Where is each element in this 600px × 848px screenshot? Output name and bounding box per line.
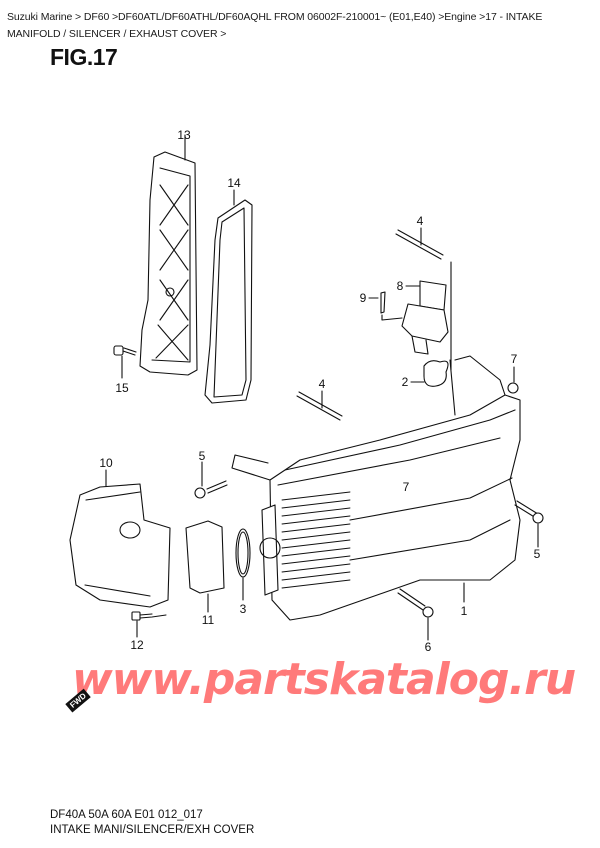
callout-13[interactable]: 13 [177,128,191,142]
callout-12[interactable]: 12 [130,638,144,652]
bolt-part-15[interactable] [113,345,137,379]
watermark: www.partskatalog.ru [72,654,576,705]
breadcrumb-item-df60[interactable]: DF60 [83,11,110,23]
callout-8[interactable]: 8 [396,279,404,293]
figure-title: FIG.17 [50,44,118,70]
bolt-part-5[interactable] [194,461,544,548]
screw-part-9[interactable] [368,291,403,321]
stud-part-4-lower[interactable] [296,390,343,421]
breadcrumb-item-model[interactable]: DF60ATL/DF60ATHL/DF60AQHL FROM 06002F-21… [118,11,436,23]
callout-5-right[interactable]: 5 [533,547,541,561]
callout-14[interactable]: 14 [227,176,241,190]
bolt-part-12[interactable] [131,611,167,638]
callout-4-lower[interactable]: 4 [318,377,326,391]
callout-3[interactable]: 3 [239,602,247,616]
callout-15[interactable]: 15 [115,381,129,395]
sensor-part-8[interactable] [401,280,449,355]
gasket-part-2[interactable] [410,360,449,387]
o-ring-part-3[interactable] [235,528,251,601]
figure-caption: DF40A 50A 60A E01 012_017 INTAKE MANI/SI… [50,808,254,838]
callout-11[interactable]: 11 [201,613,215,627]
breadcrumb-item-section[interactable]: 17 - INTAKE MANIFOLD / SILENCER / EXHAUS… [7,11,543,40]
callout-2[interactable]: 2 [401,375,409,389]
callout-5-left[interactable]: 5 [198,449,206,463]
breadcrumb-item-engine[interactable]: Engine [444,11,477,23]
bolt-part-6[interactable] [397,588,434,641]
breadcrumb: Suzuki Marine > DF60 >DF60ATL/DF60ATHL/D… [7,11,543,40]
silencer-part-10[interactable] [69,469,171,608]
callout-7-right[interactable]: 7 [510,352,518,366]
callout-1[interactable]: 1 [460,604,468,618]
figure-description: INTAKE MANI/SILENCER/EXH COVER [50,824,255,836]
callout-6[interactable]: 6 [424,640,432,654]
callout-7-center[interactable]: 7 [402,480,410,494]
breadcrumb-item-suzuki-marine[interactable]: Suzuki Marine [7,11,73,23]
silencer-sleeve-part-11[interactable] [185,520,225,613]
figure-code: DF40A 50A 60A E01 012_017 [50,809,203,821]
exhaust-cover-part-13[interactable] [139,134,198,376]
callout-10[interactable]: 10 [99,456,113,470]
callout-4-upper[interactable]: 4 [416,214,424,228]
callout-9[interactable]: 9 [359,291,367,305]
stud-part-4-upper[interactable] [395,227,452,371]
intake-manifold-part-1[interactable] [231,355,521,621]
exhaust-cover-gasket-part-14[interactable] [204,189,253,404]
